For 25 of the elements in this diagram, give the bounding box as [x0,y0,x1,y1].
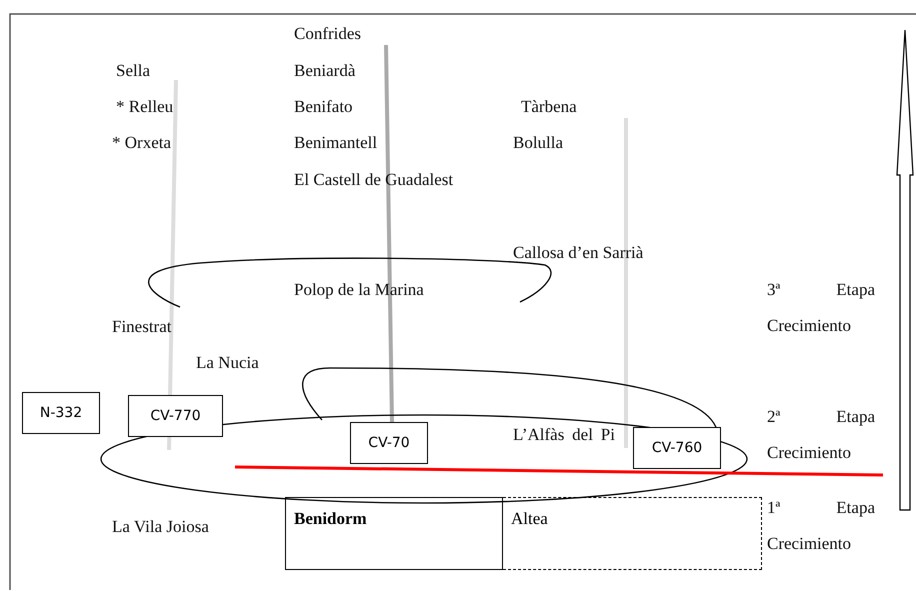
road-box: N-332 [22,392,100,434]
place-name: Beniardà [294,60,356,82]
place-name: Bolulla [513,132,564,154]
place-name: L’Alfàs del Pi [513,424,615,446]
place-name: Polop de la Marina [294,279,424,301]
place-name: La Nucia [196,352,259,374]
place-name: Benimantell [294,132,378,154]
place-name: Callosa d’en Sarrià [513,242,644,264]
place-name: Sella [116,60,150,82]
road-box: CV-770 [128,395,223,437]
town-box: Altea [503,497,762,570]
place-name: La Vila Joiosa [112,516,209,538]
stage-label: 1ª Etapa Crecimiento [767,497,875,555]
place-name: Benifato [294,96,353,118]
place-name: El Castell de Guadalest [294,169,454,191]
place-name: Finestrat [112,316,172,338]
stage-label: 2ª Etapa Crecimiento [767,406,875,464]
road-box: CV-70 [350,422,428,464]
place-name: * Relleu [116,96,174,118]
stage-label: 3ª Etapa Crecimiento [767,279,875,337]
town-box: Benidorm [285,497,503,570]
road-box: CV-760 [633,427,721,469]
place-name: Tàrbena [521,96,577,118]
place-name: Confrides [294,23,362,45]
place-name: * Orxeta [112,132,172,154]
